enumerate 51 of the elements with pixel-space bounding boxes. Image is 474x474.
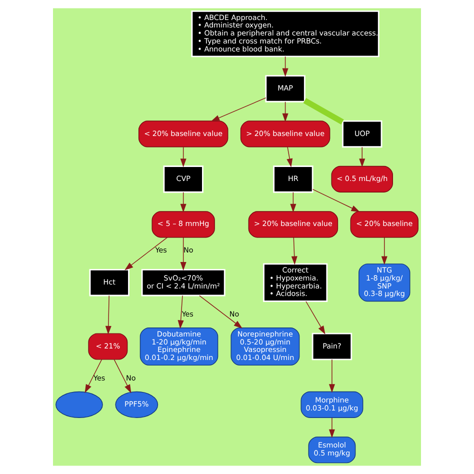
node-box: Norepinephrine 0.5-20 µg/min Vasopressin 0.01-0.04 U/min (230, 327, 300, 366)
arrow (306, 301, 326, 334)
arrow (210, 97, 266, 122)
edge-label: Yes (94, 373, 106, 382)
arrow (180, 146, 186, 168)
node-box: Morphine 0.03-0.1 µg/kg (300, 391, 364, 418)
node-box: < 20% baseline value (138, 120, 228, 148)
node-box: Hct (89, 268, 130, 296)
arrow (312, 188, 360, 212)
edge-label: No (229, 309, 240, 318)
node-box: Dobutamine 1-20 µg/kg/min Epinephrine 0.01-0.2 µg/kg/min (140, 327, 218, 366)
node-box: CVP (163, 166, 204, 193)
arrow (199, 295, 242, 328)
arrow (359, 146, 366, 168)
arrow (84, 359, 102, 394)
arrow (328, 359, 335, 393)
node-box: > 20% baseline value (248, 211, 338, 238)
node-box: SvO₂<70% or CI < 2.4 L/min/m² (141, 268, 226, 296)
node-box: Correct • Hypoxemia. • Hypercarbia. • Acidosis. (263, 263, 328, 302)
arrow (178, 295, 184, 329)
node-box: MAP (265, 75, 306, 102)
node-box: < 21% (88, 333, 128, 360)
node-ellipse (56, 391, 103, 418)
node-box: < 5 – 8 mmHg (152, 211, 215, 238)
arrow (282, 56, 288, 77)
arrow (328, 417, 335, 438)
edge-label: Yes (155, 245, 167, 254)
node-box: Esmolol 0.5 mg/kg (308, 436, 356, 464)
arrow (381, 237, 388, 265)
node-box: Pain? (312, 332, 352, 360)
node-box: HR (273, 166, 314, 193)
node-box: UOP (342, 120, 382, 148)
node-box: NTG 1-8 µg/kg/ SNP 0.3-8 µg/kg (358, 264, 410, 302)
node-box: > 20% baseline value (240, 120, 330, 148)
node-box: • ABCDE Approach. • Administer oxygen. • Obtain a peripheral and central vascular access. • Type and cross match for PRBCs. • Announce blood bank. (191, 10, 380, 58)
arrow (180, 237, 186, 271)
arrow (286, 146, 293, 168)
node-box: < 0.5 mL/kg/h (331, 166, 393, 192)
arrow (291, 237, 298, 265)
edge-label: Yes (182, 309, 194, 318)
node-box: < 20% baseline (350, 211, 418, 238)
edge-label: No (183, 245, 194, 254)
node-ellipse: PPF5% (115, 391, 158, 418)
edge-label: No (126, 373, 136, 382)
arrow (124, 237, 168, 270)
arrow (105, 295, 112, 335)
connector (303, 98, 344, 125)
arrow (180, 192, 186, 212)
arrow (282, 102, 288, 122)
arrow (290, 192, 296, 212)
arrow (114, 359, 132, 394)
